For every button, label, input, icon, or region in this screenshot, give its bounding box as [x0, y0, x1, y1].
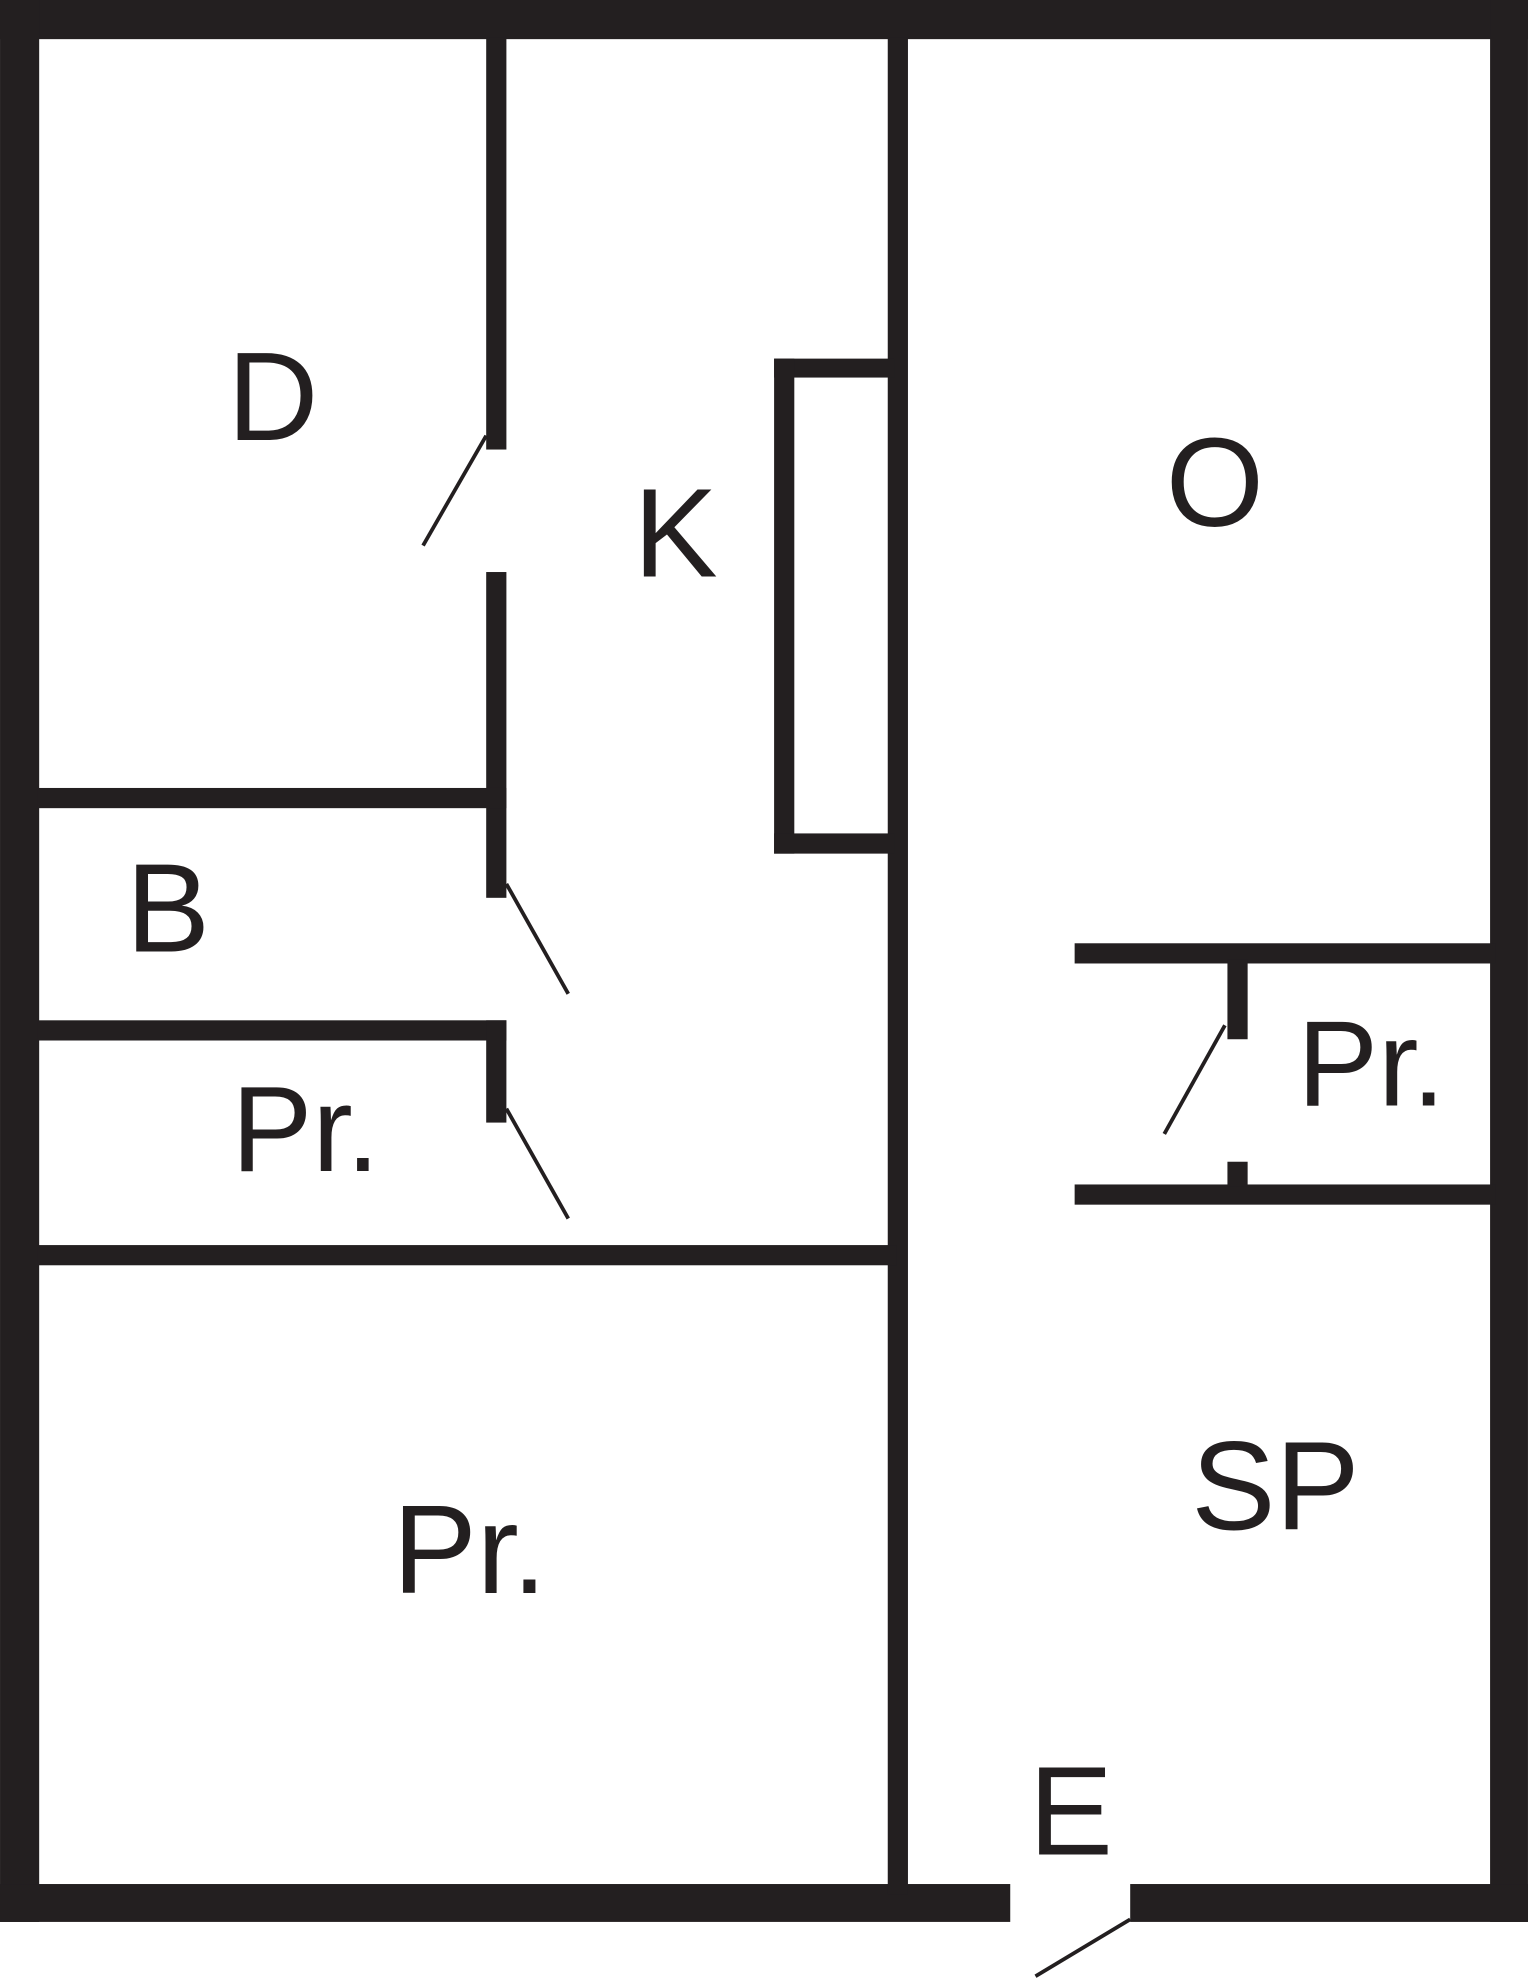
label-pr-large: Pr. [393, 1479, 547, 1620]
wall-pr-large [37, 1245, 897, 1266]
wall-right [1490, 0, 1528, 1922]
label-b: B [126, 837, 210, 978]
wall-pr-stub [486, 1020, 507, 1123]
wall-d-k-lower [486, 572, 507, 898]
doors [421, 434, 1227, 1978]
label-k: K [633, 462, 717, 603]
wall-d-b [37, 787, 507, 809]
door-pr-left [504, 1107, 570, 1220]
door-entrance [1034, 1917, 1132, 1978]
wall-central [887, 37, 908, 1895]
wall-o-pr [1074, 943, 1496, 964]
door-b [504, 882, 570, 995]
label-pr-right-small: Pr. [1297, 995, 1445, 1131]
outer-walls [0, 0, 1528, 1922]
wall-pr-sp [1074, 1184, 1496, 1205]
label-sp: SP [1191, 1416, 1359, 1557]
wall-bottom-left [0, 1884, 1011, 1922]
door-pr-right [1162, 1024, 1227, 1135]
wall-d-k-upper [486, 37, 507, 450]
label-d: D [227, 326, 318, 467]
room-labels: D K O B Pr. Pr. Pr. SP E [126, 326, 1446, 1881]
label-pr-left-small: Pr. [232, 1061, 380, 1197]
interior-walls [37, 37, 1496, 1895]
wall-pr-door-upper [1227, 959, 1248, 1040]
wall-top [0, 0, 1528, 40]
closet-top [774, 358, 895, 378]
label-e: E [1029, 1740, 1113, 1881]
wall-left [0, 0, 40, 1922]
closet-bottom [774, 833, 895, 854]
wall-b-pr [37, 1020, 507, 1041]
label-o: O [1166, 412, 1264, 553]
door-d [421, 434, 488, 547]
closet-left [774, 358, 795, 854]
wall-pr-door-lower [1227, 1161, 1248, 1187]
wall-bottom-right [1130, 1884, 1528, 1922]
